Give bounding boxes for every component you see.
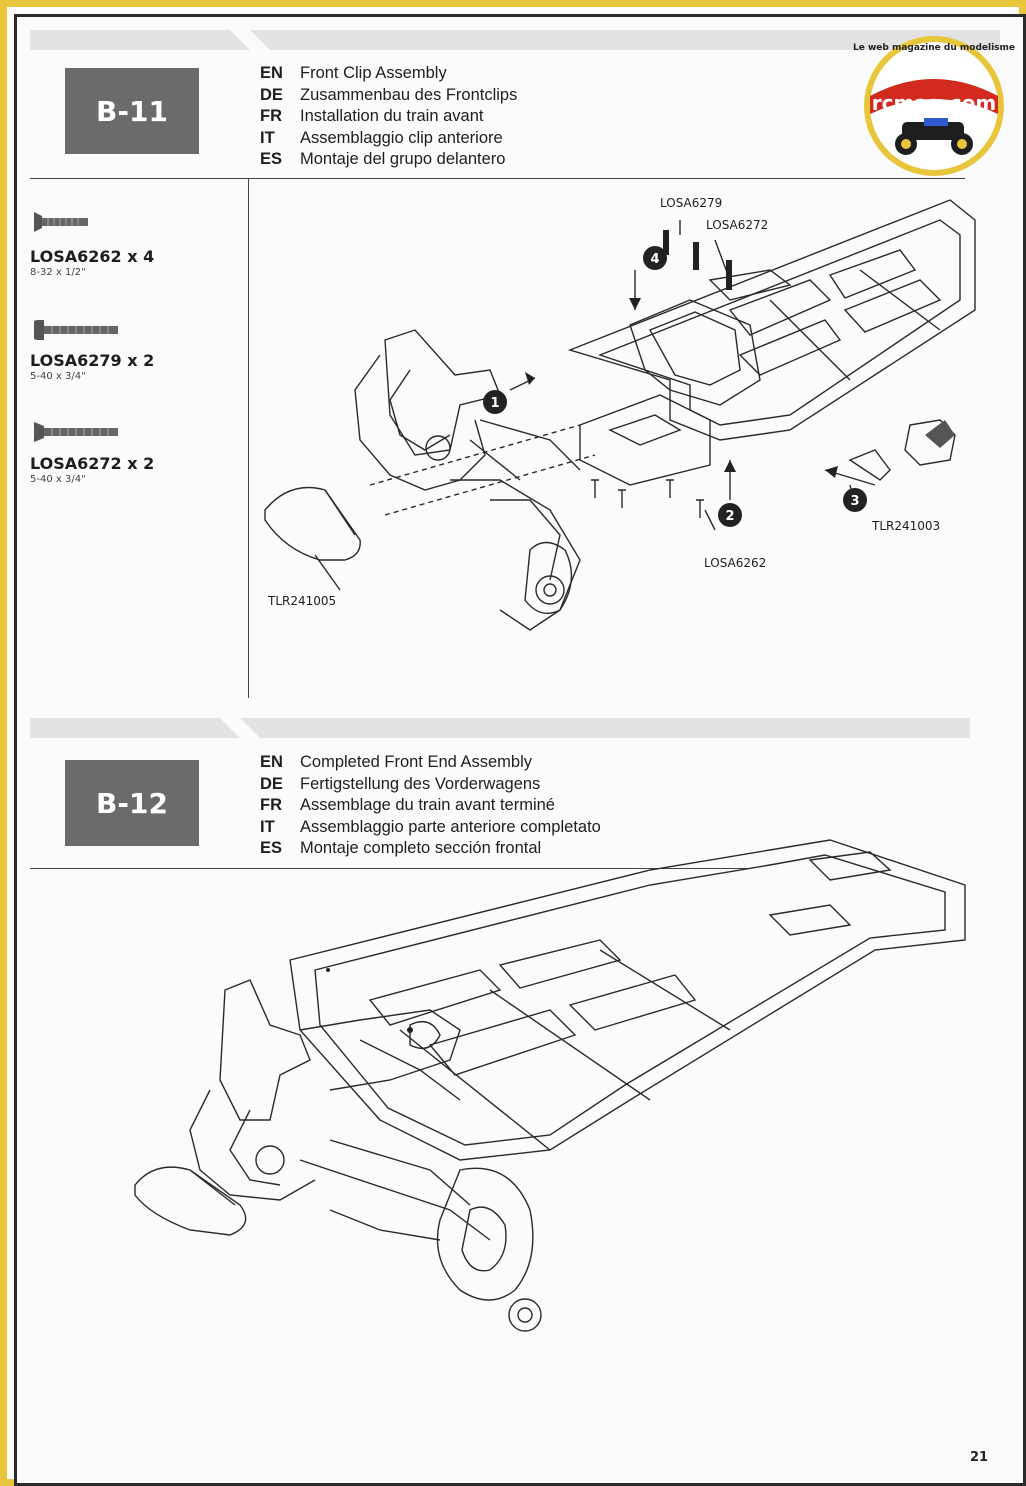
band-notch-b11 <box>230 30 270 50</box>
step-number-box: B-11 <box>65 68 199 154</box>
callout-tlr241005: TLR241005 <box>268 594 337 608</box>
step-marker-3: 3 <box>850 494 859 509</box>
callout-losa6279: LOSA6279 <box>660 196 723 210</box>
logo-tagline: Le web magazine du modelisme <box>853 43 1015 53</box>
section-divider <box>30 178 965 179</box>
callout-losa6272: LOSA6272 <box>706 218 769 232</box>
section-band-b12 <box>30 718 970 738</box>
callout-tlr241003: TLR241003 <box>872 519 941 533</box>
step-number: B-12 <box>96 786 168 820</box>
screw-flat-head-icon <box>34 212 88 232</box>
step-marker-2: 2 <box>725 509 734 524</box>
section-divider <box>30 868 750 869</box>
step-number-box: B-12 <box>65 760 199 846</box>
completed-front-end-illustration <box>134 839 966 1332</box>
band-notch-b12 <box>220 718 260 738</box>
page-number: 21 <box>970 1450 989 1465</box>
step-marker-4: 4 <box>650 252 659 267</box>
step-marker-1: 1 <box>490 396 499 411</box>
front-clip-exploded-illustration: 1 2 3 4 <box>264 199 976 631</box>
screw-button-head-icon <box>34 320 118 340</box>
section-band-b11 <box>30 30 1000 50</box>
part-losa6262: LOSA6262 x 4 8-32 x 1/2" <box>30 247 155 278</box>
screw-flat-head-long-icon <box>34 422 118 442</box>
part-losa6279: LOSA6279 x 2 5-40 x 3/4" <box>30 351 155 382</box>
part-losa6272: LOSA6272 x 2 5-40 x 3/4" <box>30 454 155 485</box>
logo-brand: rcmag.com <box>872 91 996 115</box>
parts-column-divider <box>248 178 249 698</box>
step-number: B-11 <box>96 94 168 128</box>
manual-page <box>14 14 1026 1486</box>
callout-losa6262: LOSA6262 <box>704 556 767 570</box>
rcmag-logo: Le web magazine du modelisme rcmag.com <box>853 36 1015 176</box>
